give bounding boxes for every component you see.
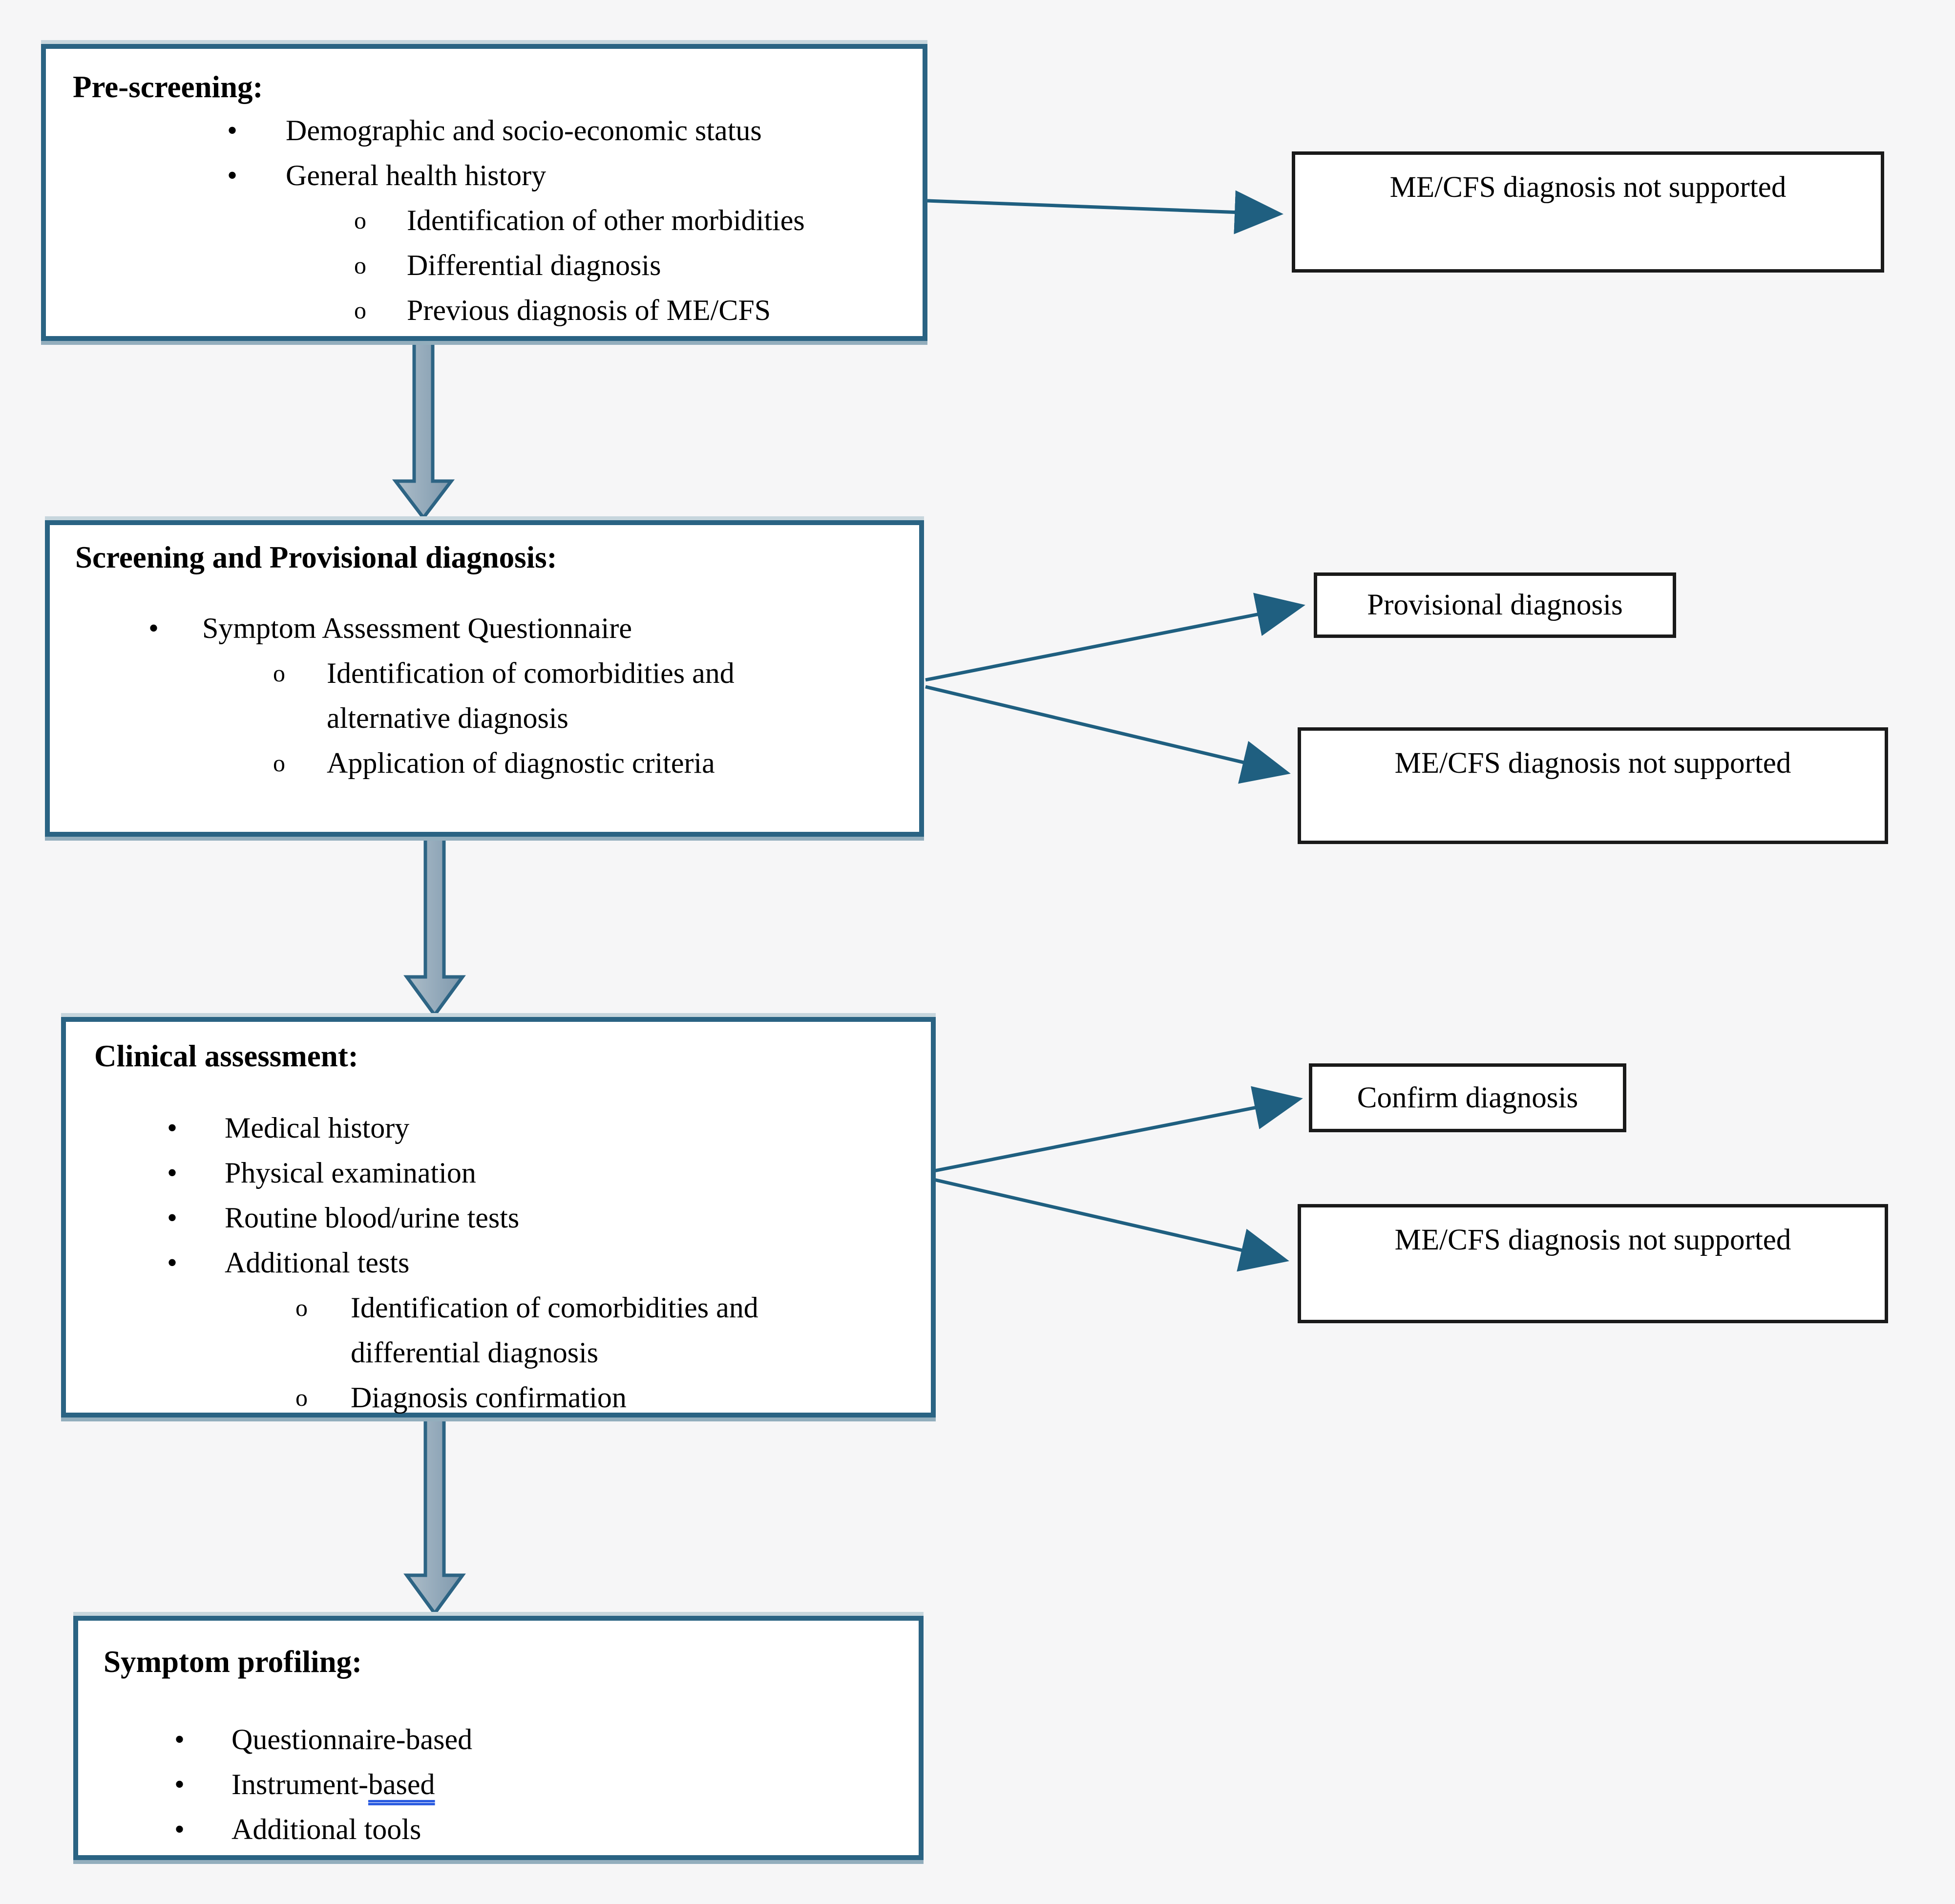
list-item: •Demographic and socio-economic status — [73, 108, 908, 153]
based-link[interactable]: based — [368, 1768, 435, 1800]
symptom-list: •Questionnaire-based •Instrument-based •… — [104, 1717, 904, 1852]
screening-title: Screening and Provisional diagnosis: — [75, 540, 557, 574]
outcome-confirm-diagnosis: Confirm diagnosis — [1309, 1063, 1626, 1132]
outcome-not-supported-3: ME/CFS diagnosis not supported — [1298, 1204, 1888, 1323]
prescreening-box: Pre-screening: •Demographic and socio-ec… — [41, 44, 927, 341]
circle-bullet-icon: o — [354, 252, 366, 279]
clinical-assessment-box: Clinical assessment: •Medical history •P… — [61, 1017, 936, 1417]
circle-bullet-icon: o — [273, 749, 285, 777]
bullet-icon: • — [174, 1813, 185, 1845]
bullet-icon: • — [174, 1723, 185, 1756]
bullet-icon: • — [167, 1112, 178, 1144]
bullet-icon: • — [167, 1157, 178, 1189]
bullet-icon: • — [148, 612, 159, 644]
arrow-screening-to-clinical — [403, 836, 466, 1018]
clinical-title: Clinical assessment: — [94, 1039, 358, 1073]
list-item: •Additional tests — [94, 1240, 916, 1285]
list-item: •Routine blood/urine tests — [94, 1195, 916, 1240]
list-item: •Medical history — [94, 1105, 916, 1150]
outcome-not-supported-1: ME/CFS diagnosis not supported — [1292, 151, 1884, 273]
symptom-profiling-box: Symptom profiling: •Questionnaire-based … — [73, 1616, 924, 1860]
arrow-clinical-to-confirm — [931, 1086, 1303, 1173]
prescreening-title: Pre-screening: — [73, 70, 263, 104]
list-item: •Instrument-based — [104, 1762, 904, 1807]
arrow-clinical-to-not-supported — [931, 1177, 1289, 1272]
symptom-title: Symptom profiling: — [104, 1645, 362, 1679]
bullet-icon: • — [174, 1768, 185, 1800]
circle-bullet-icon: o — [295, 1384, 308, 1411]
list-item: •Additional tools — [104, 1807, 904, 1852]
screening-box: Screening and Provisional diagnosis: •Sy… — [45, 520, 924, 837]
bullet-icon: • — [167, 1247, 178, 1279]
circle-bullet-icon: o — [354, 207, 366, 234]
outcome-not-supported-2: ME/CFS diagnosis not supported — [1298, 727, 1888, 844]
circle-bullet-icon: o — [273, 659, 285, 687]
bullet-icon: • — [167, 1202, 178, 1234]
arrow-clinical-to-symptom — [403, 1417, 466, 1616]
bullet-icon: • — [227, 114, 238, 147]
prescreening-list: •Demographic and socio-economic status •… — [73, 108, 908, 333]
arrow-prescreening-to-not-supported — [927, 190, 1283, 234]
arrow-prescreening-to-screening — [392, 341, 455, 521]
bullet-icon: • — [227, 159, 238, 191]
list-item: •Symptom Assessment Questionnaire — [75, 606, 904, 651]
list-item: •Physical examination — [94, 1150, 916, 1195]
outcome-provisional-diagnosis: Provisional diagnosis — [1314, 572, 1676, 638]
list-item: •Questionnaire-based — [104, 1717, 904, 1762]
clinical-list: •Medical history •Physical examination •… — [94, 1105, 916, 1420]
list-item: •General health history — [73, 153, 908, 198]
circle-bullet-icon: o — [354, 296, 366, 324]
arrow-screening-to-provisional — [925, 592, 1305, 682]
circle-bullet-icon: o — [295, 1294, 308, 1321]
arrow-screening-to-not-supported — [925, 685, 1291, 784]
